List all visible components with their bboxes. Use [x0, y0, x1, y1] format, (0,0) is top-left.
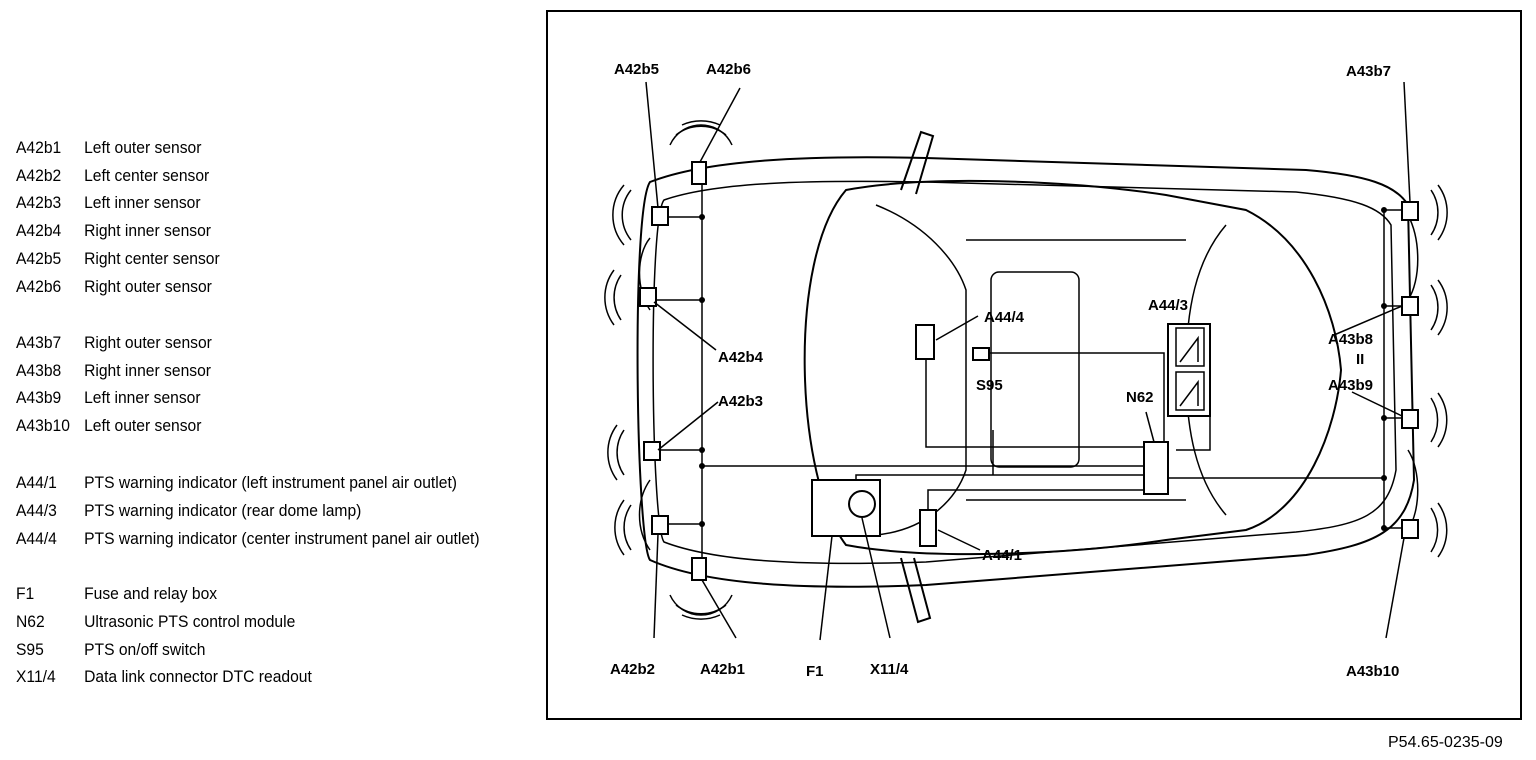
windshield: [875, 204, 967, 536]
legend-desc: Right center sensor: [84, 249, 220, 268]
indicator-a44-3: [1167, 323, 1211, 417]
label-a43b8: A43b8: [1328, 331, 1373, 348]
sensor-a42b3: [643, 441, 661, 461]
wire-s95: [988, 352, 1165, 442]
sensor-a43b9: [1401, 409, 1419, 429]
mirror-bottom: [900, 557, 932, 624]
module-n62: [1143, 441, 1169, 495]
legend-code: A44/4: [16, 529, 57, 548]
legend-desc: PTS warning indicator (center instrument…: [84, 529, 480, 548]
label-f1: F1: [806, 663, 824, 680]
car-cabin-outline: [803, 179, 1343, 556]
legend-code: A43b9: [16, 388, 62, 407]
sensor-a42b1: [691, 557, 707, 581]
label-a42b2: A42b2: [610, 661, 655, 678]
legend-desc: Ultrasonic PTS control module: [84, 612, 296, 631]
legend-code: A42b5: [16, 249, 62, 268]
label-a42b1: A42b1: [700, 661, 745, 678]
label-s95: S95: [976, 377, 1003, 394]
legend-desc: Left outer sensor: [84, 416, 202, 435]
sensor-a43b10: [1401, 519, 1419, 539]
ultrasonic-waves: [604, 120, 1448, 620]
sensor-a42b4: [639, 287, 657, 307]
junction-dots: [699, 207, 1387, 531]
legend-code: X11/4: [16, 667, 56, 686]
label-n62: N62: [1126, 389, 1154, 406]
legend-code: A43b10: [16, 416, 70, 435]
sunroof: [990, 271, 1080, 468]
car-body-outline: [636, 156, 1416, 588]
label-a42b3: A42b3: [718, 393, 763, 410]
diagram-frame: [546, 10, 1522, 720]
legend-code: N62: [16, 612, 45, 631]
figure-reference: P54.65-0235-09: [1388, 734, 1503, 751]
car-body-inner-outline: [652, 180, 1397, 565]
legend-code: A42b1: [16, 138, 62, 157]
legend-desc: Left inner sensor: [84, 193, 201, 212]
headlight-lower: [638, 479, 651, 551]
sensor-a43b7: [1401, 201, 1419, 221]
label-a44-1: A44/1: [982, 547, 1022, 564]
legend-desc: Right outer sensor: [84, 277, 212, 296]
label-a44-3: A44/3: [1148, 297, 1188, 314]
legend-desc: Fuse and relay box: [84, 584, 218, 603]
label-a44-4: A44/4: [984, 309, 1025, 326]
legend-code: A42b2: [16, 166, 62, 185]
sensor-a42b2: [651, 515, 669, 535]
label-a43b7: A43b7: [1346, 63, 1391, 80]
roof-panel: [966, 239, 1186, 501]
mirror-top: [900, 130, 935, 195]
wire-x11-4: [855, 474, 1146, 500]
wire-a44-4: [925, 355, 1146, 448]
legend-desc: PTS warning indicator (rear dome lamp): [84, 501, 362, 520]
legend-code: S95: [16, 640, 44, 659]
legend-desc: Right inner sensor: [84, 221, 212, 240]
connector-x11-4: [848, 490, 876, 518]
legend-code: A43b7: [16, 333, 62, 352]
legend-code: F1: [16, 584, 35, 603]
legend-desc: PTS on/off switch: [84, 640, 206, 659]
legend-desc: PTS warning indicator (left instrument p…: [84, 473, 458, 492]
label-a42b5: A42b5: [614, 61, 659, 78]
legend-desc: Left center sensor: [84, 166, 210, 185]
sensor-a43b8: [1401, 296, 1419, 316]
legend-desc: Right outer sensor: [84, 333, 212, 352]
legend-code: A42b3: [16, 193, 62, 212]
legend-code: A44/3: [16, 501, 57, 520]
legend-desc: Left inner sensor: [84, 388, 201, 407]
wire-a44-1: [927, 489, 1146, 510]
indicator-a44-4: [915, 324, 935, 360]
leader-lines: [645, 81, 1411, 641]
label-a43b10: A43b10: [1346, 663, 1399, 680]
switch-s95: [972, 347, 990, 361]
sensor-a42b6: [691, 161, 707, 185]
sensor-a42b5: [651, 206, 669, 226]
legend-code: A43b8: [16, 361, 62, 380]
label-separator: II: [1356, 351, 1364, 368]
label-a43b9: A43b9: [1328, 377, 1373, 394]
legend-code: A42b6: [16, 277, 62, 296]
legend-desc: Data link connector DTC readout: [84, 667, 312, 686]
car-top-view-diagram: A42b5 A42b6 A43b7 A42b4 A42b3 A44/4 A44/…: [604, 61, 1448, 680]
legend-code: A44/1: [16, 473, 57, 492]
indicator-a44-1: [919, 509, 937, 547]
legend-desc: Right inner sensor: [84, 361, 212, 380]
label-x11-4: X11/4: [870, 661, 909, 678]
label-a42b6: A42b6: [706, 61, 751, 78]
label-a42b4: A42b4: [718, 349, 764, 366]
taillight-upper: [1407, 214, 1419, 301]
legend-desc: Left outer sensor: [84, 138, 202, 157]
dome-lamp-symbols: [1175, 327, 1205, 411]
legend-code: A42b4: [16, 221, 62, 240]
